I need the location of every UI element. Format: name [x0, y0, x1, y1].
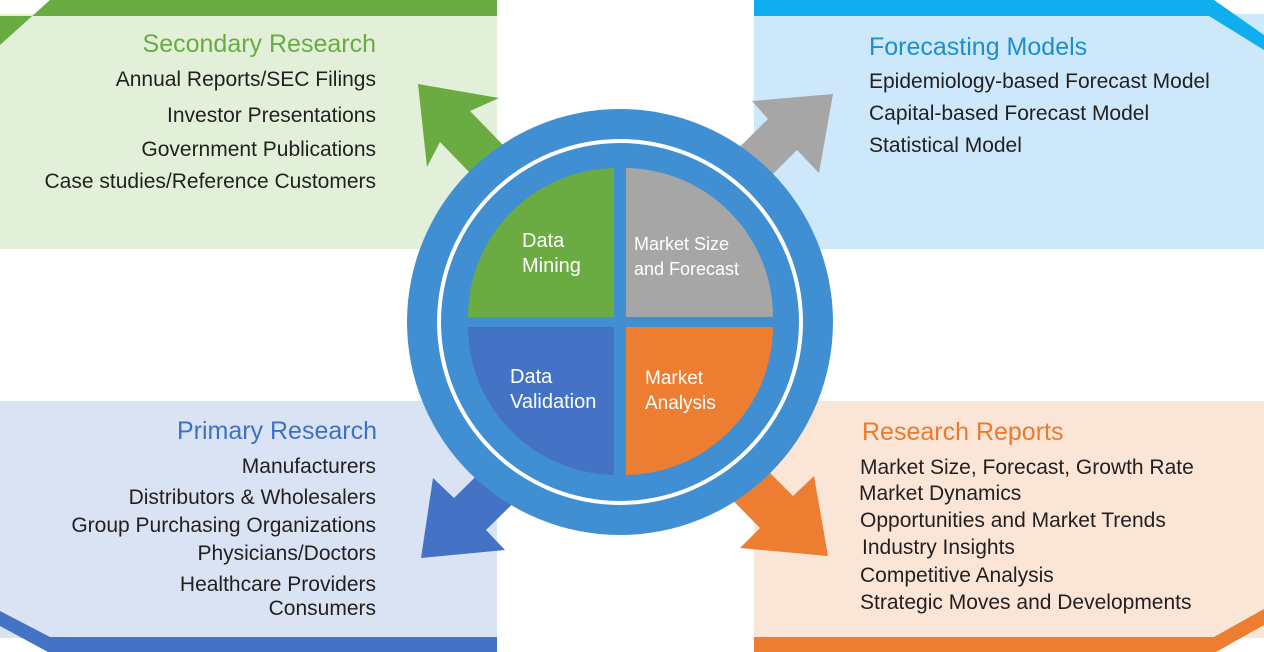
reports-panel-background	[754, 401, 1264, 652]
primary-research-list: Manufacturers Distributors & Wholesalers…	[0, 401, 376, 652]
forecasting-models-list: Epidemiology-based Forecast Model Capita…	[869, 0, 1259, 249]
research-reports-title: Research Reports	[862, 418, 1064, 446]
secondary-accent-bar	[0, 0, 497, 45]
list-item: Government Publications	[141, 138, 376, 161]
inner-ring	[441, 143, 799, 501]
list-item: Statistical Model	[869, 134, 1022, 157]
list-item: Market Size, Forecast, Growth Rate	[860, 456, 1194, 479]
market-size-label: Market Size and Forecast	[634, 234, 740, 279]
list-item: Consumers	[268, 597, 376, 620]
list-item: Annual Reports/SEC Filings	[115, 68, 376, 91]
list-item: Case studies/Reference Customers	[44, 170, 376, 193]
secondary-research-list: Annual Reports/SEC Filings Investor Pres…	[0, 0, 376, 249]
forecasting-models-title: Forecasting Models	[869, 33, 1088, 61]
primary-accent-bar	[0, 611, 497, 652]
list-item: Healthcare Providers	[179, 573, 376, 596]
forecast-panel-fill	[754, 14, 1264, 249]
forecast-panel-background	[754, 0, 1264, 249]
data-validation-label: Data Validation	[510, 366, 597, 413]
list-item: Manufacturers	[241, 455, 376, 478]
reports-panel-fill	[754, 401, 1264, 638]
research-reports-panel: Research Reports Market Size, Forecast, …	[754, 401, 1264, 652]
list-item: Physicians/Doctors	[197, 542, 376, 565]
quadrant-data-mining	[468, 168, 614, 317]
secondary-panel-fill	[0, 14, 497, 249]
list-item: Epidemiology-based Forecast Model	[869, 70, 1210, 93]
forecasting-models-panel: Forecasting Models Epidemiology-based Fo…	[754, 0, 1264, 249]
reports-accent-bar	[754, 609, 1264, 652]
secondary-research-panel: Secondary Research Annual Reports/SEC Fi…	[0, 0, 497, 249]
list-item: Capital-based Forecast Model	[869, 102, 1150, 125]
list-item: Distributors & Wholesalers	[128, 486, 376, 509]
list-item: Group Purchasing Organizations	[71, 514, 376, 537]
primary-panel-fill	[0, 401, 497, 638]
primary-research-panel: Primary Research Manufacturers Distribut…	[0, 401, 497, 652]
forecast-accent-bar	[754, 0, 1264, 50]
secondary-research-title: Secondary Research	[142, 30, 376, 58]
primary-panel-background	[0, 401, 497, 652]
market-analysis-label: Market Analysis	[645, 368, 716, 414]
list-item: Investor Presentations	[167, 104, 376, 127]
quadrant-market-analysis	[626, 327, 773, 475]
research-reports-list: Market Size, Forecast, Growth Rate Marke…	[859, 401, 1259, 652]
list-item: Competitive Analysis	[860, 564, 1054, 587]
primary-research-title: Primary Research	[176, 417, 377, 445]
quadrant-data-validation	[468, 327, 614, 475]
quadrant-market-size	[626, 168, 773, 317]
list-item: Opportunities and Market Trends	[860, 509, 1166, 532]
list-item: Strategic Moves and Developments	[860, 591, 1192, 614]
secondary-panel-background	[0, 0, 497, 249]
list-item: Market Dynamics	[859, 482, 1022, 505]
data-mining-label: Data Mining	[522, 230, 581, 277]
list-item: Industry Insights	[862, 536, 1015, 559]
